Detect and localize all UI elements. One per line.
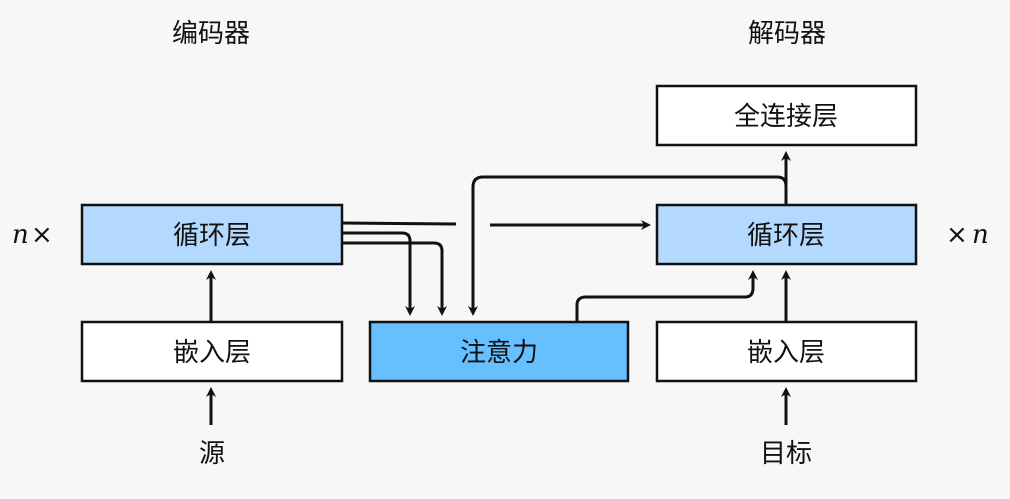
arrow-encoder-state-part1 [341, 221, 457, 226]
encoder-input-label: 源 [199, 439, 225, 469]
decoder-embed-label: 嵌入层 [747, 338, 825, 368]
decoder-title: 解码器 [748, 19, 826, 49]
decoder-repeat-n: n [972, 220, 989, 250]
decoder-repeat-times: × [946, 220, 968, 250]
arrow-attention-to-decoder-rnn [575, 270, 758, 322]
decoder-dense-label: 全连接层 [734, 102, 838, 132]
encoder-embed-box [80, 320, 344, 383]
attention-box [368, 320, 630, 383]
attention-label: 注意力 [460, 338, 538, 368]
arrow-encoder-to-attention-1 [342, 231, 415, 316]
encoder-title: 编码器 [172, 19, 250, 49]
encoder-repeat-n: n [12, 220, 29, 250]
encoder-rnn-box [80, 203, 344, 266]
decoder-embed-box [655, 320, 918, 383]
encoder-embed-label: 嵌入层 [173, 338, 251, 368]
encoder-repeat-times: × [31, 220, 53, 250]
decoder-input-label: 目标 [760, 439, 812, 469]
encoder-rnn-label: 循环层 [173, 221, 251, 251]
decoder-dense-box [655, 84, 918, 147]
decoder-rnn-label: 循环层 [747, 221, 825, 251]
arrow-encoder-to-attention-2 [342, 241, 447, 316]
decoder-rnn-box [655, 203, 918, 266]
arrow-decoder-query-to-attention [468, 175, 788, 316]
